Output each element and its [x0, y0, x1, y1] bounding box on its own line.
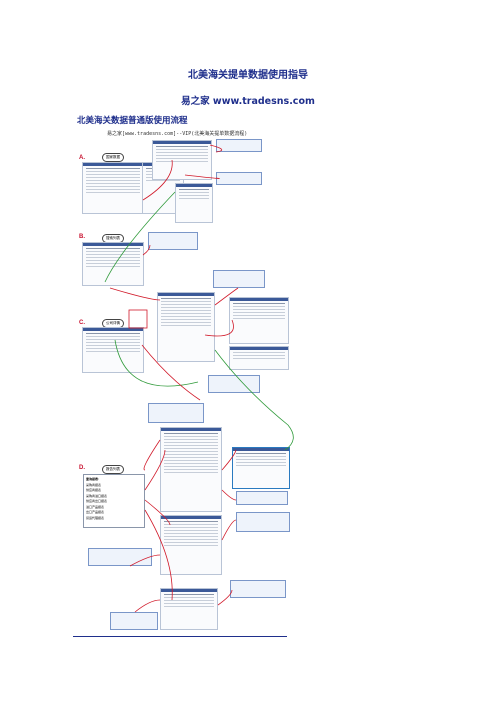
- report-menu-item[interactable]: 采购商报表: [86, 482, 102, 487]
- report-screenshot-3: [160, 588, 218, 630]
- result-detail-screenshot: [175, 183, 213, 223]
- arrow-red-9: [143, 439, 161, 471]
- arrow-red-16: [217, 589, 233, 606]
- note-5: [208, 375, 260, 393]
- arrow-red-5: [109, 287, 161, 301]
- note-11: [110, 612, 158, 630]
- step-c-screenshot: [82, 327, 144, 373]
- arrow-green-3: [114, 339, 199, 387]
- step-a-label: A.: [79, 155, 85, 161]
- note-4: [213, 270, 265, 288]
- arrow-red-6: [214, 287, 239, 306]
- report-menu-item[interactable]: 供应商报表: [86, 488, 102, 492]
- arrow-red-14: [221, 489, 237, 501]
- note-7: [236, 491, 288, 505]
- document-subtitle: 易之家 www.tradesns.com: [181, 96, 315, 107]
- arrow-red-4: [142, 244, 151, 256]
- note-8: [236, 512, 290, 532]
- report-screenshot-1: [160, 427, 222, 512]
- note-6: [148, 403, 204, 423]
- report-menu-header: 查询报表:: [86, 477, 99, 481]
- arrow-green-1: [104, 191, 176, 283]
- report-menu-item[interactable]: 出口产品报表: [86, 510, 105, 514]
- step-b-screenshot: [82, 242, 144, 286]
- arrow-red-17: [129, 554, 161, 567]
- step-d-label: D.: [79, 465, 85, 471]
- report-menu-item[interactable]: 采购商进口报表: [86, 493, 108, 498]
- note-3: [148, 232, 198, 250]
- highlight-box: [128, 309, 148, 329]
- arrow-red-2: [184, 174, 220, 179]
- report-menu-item[interactable]: 货运代理报表: [86, 515, 105, 520]
- document-title: 北美海关提单数据使用指导: [188, 70, 308, 81]
- report-menu-item[interactable]: 进口产品报表: [86, 504, 105, 509]
- arrow-red-11: [144, 499, 171, 526]
- arrow-red-7: [204, 319, 234, 337]
- report-side-screenshot: [232, 447, 290, 489]
- arrow-red-12: [144, 509, 173, 601]
- company-right-screenshot: [229, 297, 289, 344]
- arrow-red-18: [134, 599, 161, 613]
- section-heading: 北美海关数据普通版使用流程: [77, 116, 188, 126]
- arrow-red-15: [221, 519, 237, 541]
- arrow-red-8: [141, 344, 201, 401]
- step-a-pill: 国家数据: [102, 153, 124, 162]
- flow-caption: 易之家[www.tradesns.com]--VIP(北美海关提单数据流程): [107, 131, 248, 137]
- step-a-screenshot: [82, 162, 144, 214]
- company-detail-screenshot: [157, 292, 215, 362]
- arrow-red-3: [142, 159, 173, 201]
- top-result-screenshot: [152, 140, 212, 180]
- step-b-label: B.: [79, 234, 85, 240]
- report-menu-item[interactable]: 供应商出口报表: [86, 499, 108, 503]
- arrow-red-10: [144, 449, 166, 491]
- bottom-rule: [73, 636, 287, 637]
- step-c-label: C.: [79, 320, 85, 326]
- step-d-pill: 报告列表: [102, 465, 124, 474]
- company-right-screenshot-2: [229, 346, 289, 370]
- note-10: [230, 580, 286, 598]
- arrow-red-13: [221, 449, 237, 471]
- arrow-green-2: [214, 349, 294, 451]
- report-menu: 查询报表: 采购商报表 供应商报表 采购商进口报表 供应商出口报表 进口产品报表…: [83, 474, 145, 528]
- note-9: [88, 548, 152, 566]
- arrow-red-1: [209, 144, 223, 153]
- note-1: [216, 139, 262, 152]
